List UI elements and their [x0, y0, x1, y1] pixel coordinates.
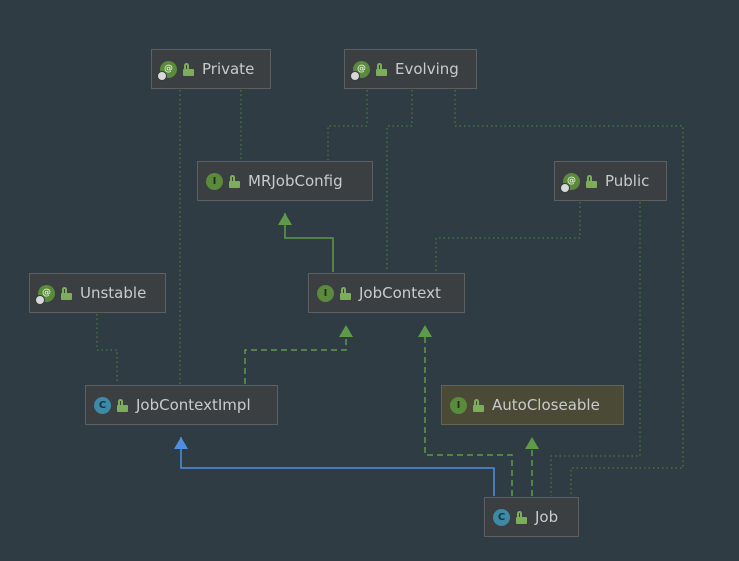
lock-icon — [516, 510, 527, 524]
pin-icon — [560, 182, 570, 193]
annotation-icon: @ — [350, 60, 370, 81]
lock-icon — [376, 62, 387, 76]
node-jobcontextimpl[interactable]: C JobContextImpl — [85, 385, 278, 425]
lock-icon — [340, 286, 351, 300]
link-jobcontextimpl-unstable — [96, 314, 118, 384]
link-jobcontext-public — [435, 202, 581, 272]
edge-jobcontext-mrjobconfig — [278, 213, 334, 272]
node-unstable[interactable]: @ Unstable — [29, 273, 166, 313]
node-public[interactable]: @ Public — [554, 161, 667, 201]
class-icon: C — [94, 396, 111, 414]
edge-job-jobcontextimpl — [174, 437, 495, 496]
link-job-evolving — [454, 90, 684, 496]
node-job[interactable]: C Job — [484, 497, 579, 537]
interface-icon: I — [450, 396, 467, 414]
lock-icon — [473, 398, 484, 412]
lock-icon — [229, 174, 240, 188]
lock-icon — [183, 62, 194, 76]
link-jobcontext-evolving — [386, 90, 413, 272]
node-jobcontext[interactable]: I JobContext — [308, 273, 465, 313]
node-private-label: Private — [202, 59, 255, 78]
node-public-label: Public — [605, 171, 650, 190]
node-job-label: Job — [535, 507, 559, 526]
node-evolving-label: Evolving — [395, 59, 459, 78]
class-icon: C — [493, 508, 510, 526]
annotation-icon: @ — [35, 284, 55, 305]
node-mrjobconfig-label: MRJobConfig — [248, 171, 343, 190]
annotation-icon: @ — [157, 60, 177, 81]
node-unstable-label: Unstable — [80, 283, 147, 302]
pin-icon — [350, 70, 360, 81]
link-mrjobconfig-evolving — [327, 90, 368, 160]
node-autocloseable[interactable]: I AutoCloseable — [441, 385, 624, 425]
node-jobcontext-label: JobContext — [359, 283, 441, 302]
pin-icon — [35, 294, 45, 305]
node-evolving[interactable]: @ Evolving — [344, 49, 477, 89]
pin-icon — [157, 70, 167, 81]
link-job-public — [550, 202, 641, 496]
node-jobcontextimpl-label: JobContextImpl — [136, 395, 251, 414]
node-mrjobconfig[interactable]: I MRJobConfig — [197, 161, 373, 201]
interface-icon: I — [206, 172, 223, 190]
lock-icon — [586, 174, 597, 188]
node-autocloseable-label: AutoCloseable — [492, 395, 600, 414]
lock-icon — [61, 286, 72, 300]
lock-icon — [117, 398, 128, 412]
edge-job-jobcontext — [418, 325, 513, 496]
edge-jobcontextimpl-jobcontext — [244, 325, 353, 384]
annotation-icon: @ — [560, 172, 580, 193]
interface-icon: I — [317, 284, 334, 302]
node-private[interactable]: @ Private — [151, 49, 271, 89]
